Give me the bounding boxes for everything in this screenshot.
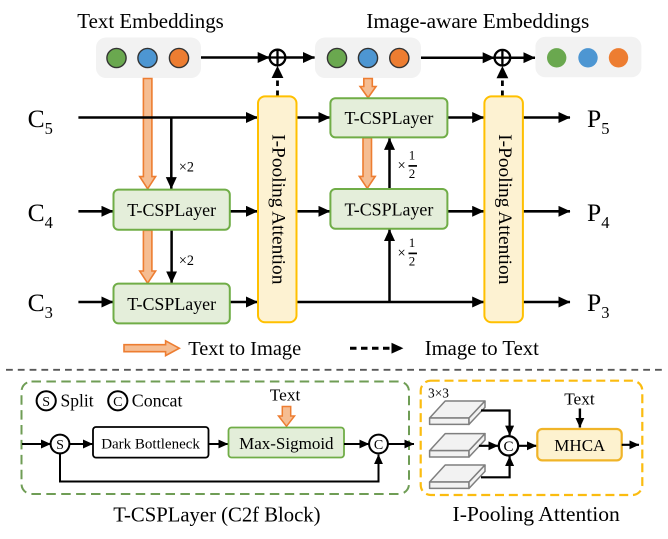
svg-text:MHCA: MHCA: [554, 436, 606, 455]
svg-text:C3: C3: [28, 288, 53, 322]
svg-text:Image to Text: Image to Text: [425, 338, 539, 360]
svg-text:T-CSPLayer: T-CSPLayer: [127, 294, 216, 314]
svg-text:Text: Text: [564, 389, 595, 408]
svg-text:T-CSPLayer: T-CSPLayer: [127, 200, 216, 220]
svg-text:×: ×: [398, 158, 406, 174]
svg-text:C: C: [503, 439, 513, 455]
svg-text:Text to Image: Text to Image: [188, 338, 301, 360]
svg-text:Max-Sigmoid: Max-Sigmoid: [239, 434, 334, 453]
svg-text:Dark Bottleneck: Dark Bottleneck: [101, 437, 200, 453]
svg-text:S: S: [56, 438, 64, 453]
svg-text:×: ×: [398, 246, 406, 262]
svg-text:Text Embeddings: Text Embeddings: [77, 9, 224, 33]
svg-text:C: C: [113, 395, 122, 410]
svg-text:T-CSPLayer: T-CSPLayer: [345, 199, 434, 219]
svg-text:×2: ×2: [179, 253, 194, 269]
svg-text:1: 1: [409, 148, 416, 163]
svg-text:T-CSPLayer: T-CSPLayer: [345, 108, 434, 128]
svg-text:C: C: [374, 438, 383, 453]
svg-text:3×3: 3×3: [428, 386, 449, 401]
svg-text:S: S: [42, 395, 50, 410]
svg-text:2: 2: [409, 166, 416, 181]
svg-text:I-Pooling Attention: I-Pooling Attention: [453, 502, 621, 526]
svg-text:I-Pooling Attention: I-Pooling Attention: [268, 134, 289, 285]
svg-text:T-CSPLayer (C2f Block): T-CSPLayer (C2f Block): [113, 505, 320, 527]
svg-text:P4: P4: [587, 198, 609, 232]
svg-text:I-Pooling Attention: I-Pooling Attention: [494, 134, 515, 285]
svg-text:Text: Text: [270, 386, 301, 405]
svg-text:P3: P3: [587, 288, 609, 322]
svg-text:2: 2: [409, 253, 416, 268]
svg-text:Split: Split: [61, 390, 94, 410]
svg-text:1: 1: [409, 235, 416, 250]
svg-text:C5: C5: [28, 104, 53, 138]
svg-text:P5: P5: [587, 104, 609, 138]
svg-text:Image-aware Embeddings: Image-aware Embeddings: [366, 9, 589, 33]
svg-text:C4: C4: [28, 198, 53, 232]
svg-text:Concat: Concat: [132, 390, 183, 410]
svg-text:×2: ×2: [179, 160, 194, 176]
